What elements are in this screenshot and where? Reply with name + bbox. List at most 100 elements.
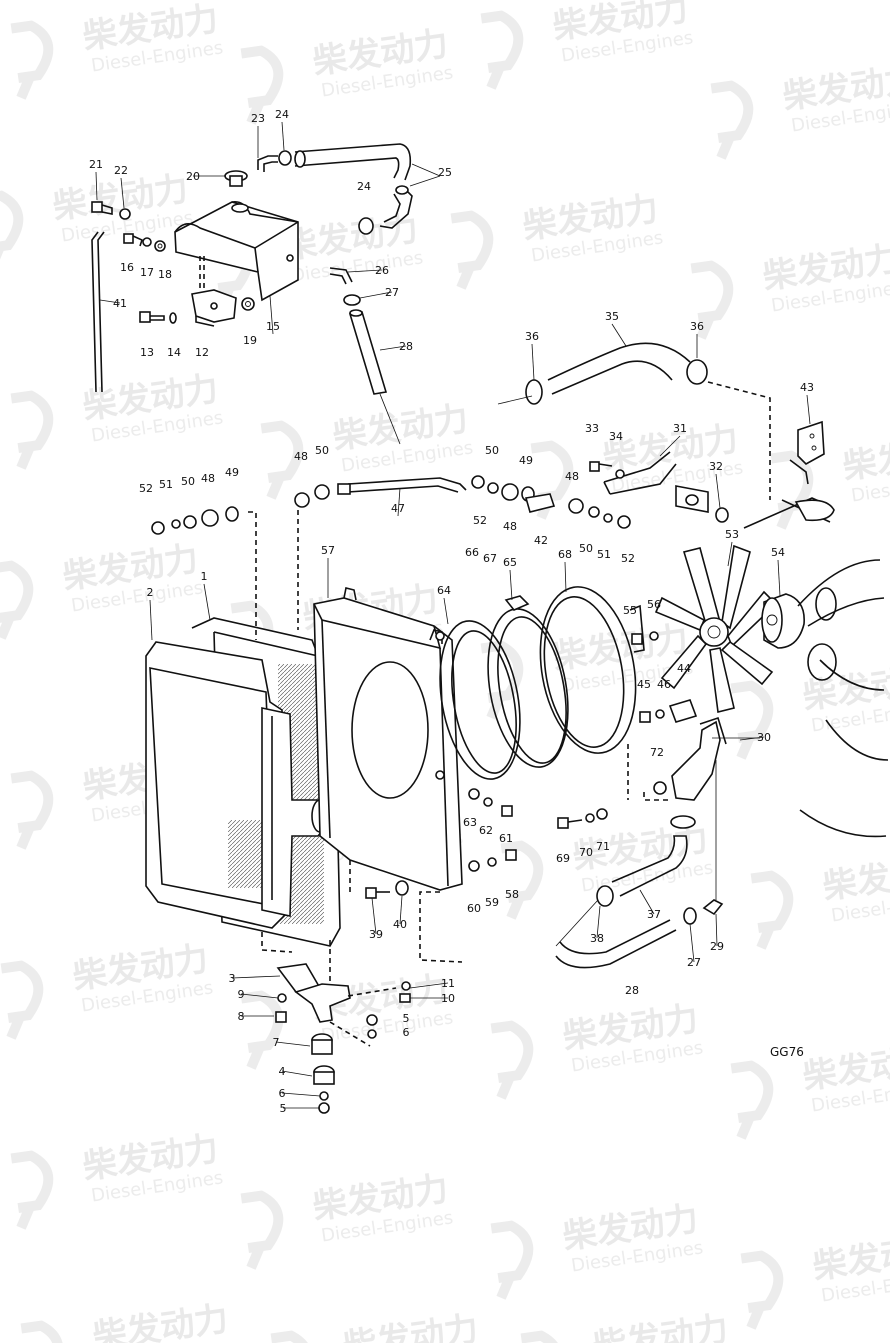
callout-68: 68 [558, 548, 572, 561]
leader-line [379, 345, 407, 351]
callout-53: 53 [725, 528, 739, 541]
callout-52: 52 [621, 552, 635, 565]
callout-3: 3 [229, 972, 236, 985]
callout-67: 67 [483, 552, 497, 565]
callout-17: 17 [140, 266, 154, 279]
callout-65: 65 [503, 556, 517, 569]
callout-52: 52 [139, 482, 153, 495]
watermark-logo-icon [10, 770, 54, 850]
leader-line [203, 583, 211, 621]
leader-line [806, 394, 811, 425]
leader-line [371, 897, 377, 935]
leader-line [399, 895, 403, 925]
callout-51: 51 [597, 548, 611, 561]
callout-33: 33 [585, 422, 599, 435]
callout-2: 2 [147, 586, 154, 599]
leader-line [564, 561, 567, 593]
leader-line [659, 435, 681, 457]
watermark-logo-icon [480, 10, 524, 90]
callout-13: 13 [140, 346, 154, 359]
callout-24: 24 [357, 180, 371, 193]
leader-line [689, 923, 695, 963]
callout-36: 36 [690, 320, 704, 333]
callout-20: 20 [186, 170, 200, 183]
leader-line [95, 171, 98, 201]
callout-9: 9 [238, 988, 245, 1001]
fan-shroud [313, 587, 463, 963]
callout-29: 29 [710, 940, 724, 953]
callout-60: 60 [467, 902, 481, 915]
callout-5: 5 [280, 1102, 287, 1115]
watermark-logo-icon [690, 260, 734, 340]
leader-line [411, 163, 441, 177]
watermark-brand-cn: 柴发动力 [840, 429, 890, 488]
shroud-rings [435, 586, 645, 800]
callout-61: 61 [499, 832, 513, 845]
watermark-logo-icon [240, 1190, 284, 1270]
watermark-logo-icon [20, 1320, 64, 1343]
callout-19: 19 [243, 334, 257, 347]
callout-71: 71 [596, 840, 610, 853]
watermark-logo-icon [450, 210, 494, 290]
leader-line [611, 323, 627, 347]
leader-line [777, 559, 781, 597]
leader-line [715, 913, 718, 947]
watermark-brand-cn: 柴发动力 [340, 1309, 480, 1343]
watermark-logo-icon [500, 840, 544, 920]
callout-49: 49 [225, 466, 239, 479]
callout-28: 28 [399, 340, 413, 353]
watermark-logo-icon [240, 45, 284, 125]
callout-48: 48 [201, 472, 215, 485]
leader-line [531, 343, 535, 381]
callout-15: 15 [266, 320, 280, 333]
watermark-logo-icon [260, 420, 304, 500]
callout-1: 1 [201, 570, 208, 583]
callout-63: 63 [463, 816, 477, 829]
callout-45: 45 [637, 678, 651, 691]
leader-line [120, 177, 125, 209]
radiator-mount-group [275, 963, 411, 1114]
leader-line [347, 269, 383, 273]
callout-14: 14 [167, 346, 181, 359]
callout-47: 47 [391, 502, 405, 515]
callout-34: 34 [609, 430, 623, 443]
callout-70: 70 [579, 846, 593, 859]
leader-line [240, 993, 279, 999]
watermark-logo-icon [10, 1150, 54, 1230]
callout-7: 7 [273, 1036, 280, 1049]
leader-line [409, 175, 441, 187]
leader-line [443, 597, 449, 625]
callout-43: 43 [800, 381, 814, 394]
drawing-code: GG76 [770, 1045, 804, 1059]
leader-line [231, 975, 281, 979]
callout-37: 37 [647, 908, 661, 921]
watermark-logo-icon [0, 560, 34, 640]
callout-51: 51 [159, 478, 173, 491]
callout-25: 25 [438, 166, 452, 179]
watermark-logo-icon [520, 1330, 564, 1343]
callout-50: 50 [181, 475, 195, 488]
callout-21: 21 [89, 158, 103, 171]
watermark-logo-icon [270, 1330, 314, 1343]
callout-46: 46 [657, 678, 671, 691]
callout-26: 26 [375, 264, 389, 277]
callout-58: 58 [505, 888, 519, 901]
callout-72: 72 [650, 746, 664, 759]
callout-24: 24 [275, 108, 289, 121]
callout-48: 48 [294, 450, 308, 463]
callout-5: 5 [403, 1012, 410, 1025]
callout-30: 30 [757, 731, 771, 744]
callout-12: 12 [195, 346, 209, 359]
watermark-logo-icon [10, 20, 54, 100]
lower-hose-group [365, 631, 760, 969]
watermark-logo-icon [0, 190, 24, 270]
callout-8: 8 [238, 1010, 245, 1023]
callout-40: 40 [393, 918, 407, 931]
